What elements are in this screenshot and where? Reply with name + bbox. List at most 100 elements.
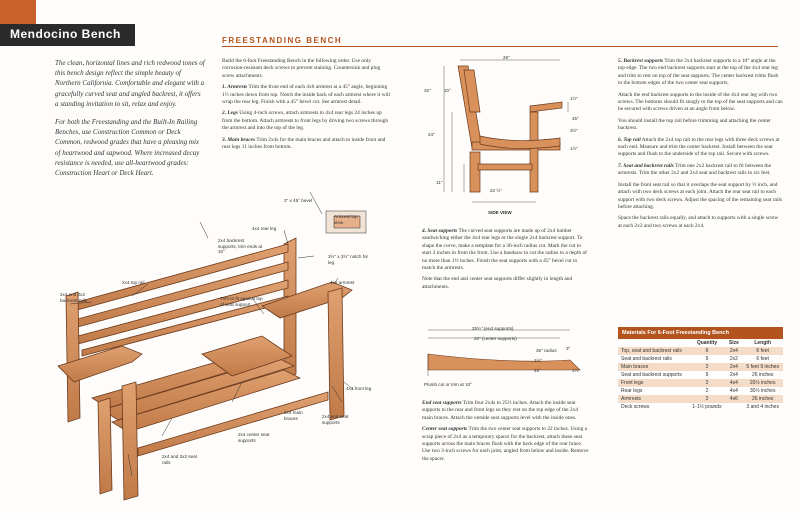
step-text: Trim the two center seat supports to 22 …	[422, 426, 589, 462]
materials-cell: 26 inches	[751, 372, 774, 378]
plumb-cut-label: Plumb cut or trim at 10°	[424, 382, 473, 387]
materials-row: Seat and backrest supports 9 2x4 26 inches	[618, 371, 783, 379]
section-title: FREESTANDING BENCH	[222, 36, 343, 45]
materials-cell: 6 feet	[756, 356, 769, 362]
materials-header-cell: Length	[754, 340, 772, 346]
main-braces-label: 2x4 main braces	[284, 410, 303, 421]
dimension-11: 11"	[436, 180, 443, 185]
materials-cell: 30½ inches	[749, 388, 776, 394]
dimension-1-5d: 1½"	[572, 368, 581, 373]
intro-paragraph: The clean, horizontal lines and rich red…	[55, 59, 205, 108]
step-title: 4. Seat supports	[422, 228, 458, 234]
materials-table: Materials For 6-Foot Freestanding Bench …	[618, 327, 783, 411]
center-seat-supports-label: 2x4 center seat supports	[238, 432, 270, 443]
materials-cell: 20½ inches	[742, 379, 783, 387]
dimension-3-5: 3½"	[570, 128, 579, 133]
step-title: 6. Top rail	[618, 136, 641, 143]
materials-cell: Rear legs	[621, 388, 643, 394]
end-seat-supports-label: 2x4 end seat supports	[322, 414, 349, 425]
side-view-diagram	[443, 59, 569, 203]
step-title: 1. Armrests	[222, 84, 248, 91]
materials-cell: 4x4	[729, 388, 738, 394]
materials-cell: Armrests	[618, 395, 689, 403]
materials-cell: 2x4	[729, 372, 738, 378]
step-legs: 2. Legs Using 4-inch screws, attach armr…	[222, 110, 392, 132]
step-backrest-supports: 5. Backrest supports Trim the 2x4 backre…	[618, 58, 783, 88]
bench-illustration	[57, 191, 367, 501]
rear-leg-label: 4x4 rear leg	[252, 226, 277, 231]
materials-cell: 4x4	[725, 379, 743, 387]
instructions-column-2b: End seat supports Trim four 2x4s to 25½ …	[422, 400, 590, 467]
step-armrests: 1. Armrests Trim the front end of each 4…	[222, 84, 392, 106]
step-text: Attach the 2x4 top rail to the rear legs…	[618, 136, 780, 158]
materials-cell: 2	[688, 379, 726, 387]
dimension-32: 32"	[424, 88, 431, 93]
instructions-column-3: 5. Backrest supports Trim the 2x4 backre…	[618, 58, 783, 234]
materials-cell: 6 feet	[742, 347, 783, 355]
materials-cell: Seat and backrest rails	[621, 356, 672, 362]
intro-paragraph: For both the Freestanding and the Built-…	[55, 118, 200, 178]
seat-support-detail	[427, 329, 581, 376]
step-main-braces: 3. Main braces Trim 2x4s for the main br…	[222, 137, 392, 152]
materials-cell: Top, seat and backrest rails	[618, 347, 689, 355]
backrest-detail: You should install the top rail before t…	[618, 117, 771, 132]
instructions-column-1: Build the 6-foot Freestanding Bench in t…	[222, 58, 392, 155]
materials-cell: Seat and backrest supports	[621, 372, 682, 378]
materials-title: Materials For 6-Foot Freestanding Bench	[618, 327, 783, 339]
materials-cell: 2	[688, 363, 726, 371]
dimension-24: 24"	[428, 132, 435, 137]
seat-support-note: Note that the end and center seat suppor…	[422, 276, 573, 290]
side-view-label: SIDE VIEW	[488, 210, 512, 215]
step-text: Trim the front end of each 4x6 armrest a…	[222, 84, 390, 106]
materials-row: Rear legs 2 4x4 30½ inches	[618, 387, 783, 395]
accent-bar	[0, 0, 36, 24]
instructions-intro: Build the 6-foot Freestanding Bench in t…	[222, 58, 381, 79]
bevel-label: 2" x 45° bevel	[284, 198, 313, 203]
materials-cell: 9	[705, 372, 709, 378]
materials-cell: Deck screws	[621, 404, 650, 410]
step-text: Trim 2x4s for the main braces and attach…	[222, 136, 386, 151]
materials-cell	[726, 403, 743, 411]
end-seat-supports: End seat supports Trim four 2x4s to 25½ …	[422, 400, 590, 422]
center-seat-supports: Center seat supports Trim the two center…	[422, 426, 590, 463]
dimension-26: 26"	[503, 55, 510, 60]
materials-cell: 2	[688, 395, 726, 403]
dimension-45b: 45°	[534, 368, 541, 373]
seat-rails-label: 2x4 and 2x2 seat rails	[162, 454, 197, 465]
materials-cell: 2x4	[725, 347, 743, 355]
armrest-label: 4x6 armrest	[330, 280, 355, 285]
instructions-column-2: 4. Seat supports The curved seat support…	[422, 228, 590, 295]
step-text: Trim one 2x2 backrest rail to fit betwee…	[618, 162, 772, 177]
materials-row: Deck screws 1-1½ pounds 3 and 4 inches	[618, 403, 783, 411]
materials-cell: 3 and 4 inches	[746, 404, 779, 410]
backrest-rails-label: 2x4 and 2x2 backrest rails	[60, 292, 88, 303]
dimension-22-center: 22" (center supports)	[474, 336, 517, 341]
materials-header-cell: Quantity	[696, 340, 718, 346]
rails-detail: Install the front seat rail so that it o…	[618, 181, 782, 210]
notch-label: 3½" x 3½" notch for leg	[328, 254, 369, 265]
step-seat-supports: 4. Seat supports The curved seat support…	[422, 228, 590, 272]
materials-cell: 6	[688, 347, 726, 355]
materials-header-row: Quantity Size Length	[618, 339, 783, 347]
materials-header-cell	[618, 339, 688, 347]
step-text: The curved seat supports are made up of …	[422, 228, 587, 272]
materials-cell: 26 inches	[742, 395, 783, 403]
dimension-1-5c: 1½"	[534, 358, 543, 363]
dimension-1-5b: 1½"	[570, 146, 579, 151]
dimension-45: 45°	[572, 116, 579, 121]
materials-header-cell: Size	[728, 340, 739, 346]
dimension-3: 3"	[566, 346, 571, 351]
backrest-supports-label: 2x4 backrest supports, trim ends at 10°	[218, 238, 263, 254]
materials-cell: 1-1½ pounds	[692, 404, 722, 410]
step-text: Using 4-inch screws, attach armrests to …	[222, 110, 389, 132]
materials-cell: 2	[705, 388, 709, 394]
step-title: 2. Legs	[222, 110, 238, 117]
step-top-rail: 6. Top rail Attach the 2x4 top rail to t…	[618, 137, 783, 159]
materials-cell: 2x2	[729, 356, 738, 362]
dimension-22: 22 ½"	[490, 188, 502, 193]
dimension-1-5: 1½"	[570, 96, 579, 101]
